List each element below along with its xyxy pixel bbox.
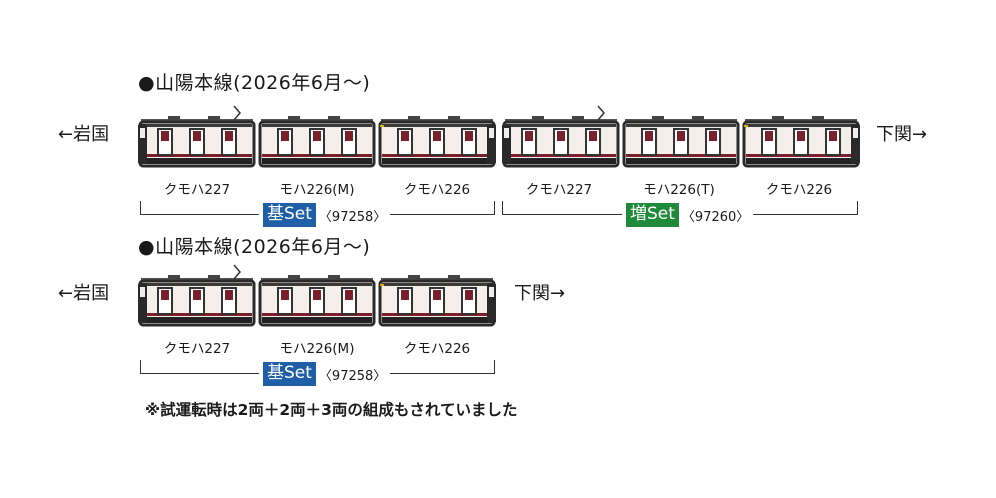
car-label: クモハ227 — [163, 182, 231, 198]
set-code: 〈97260〉 — [681, 209, 750, 225]
car-middle — [258, 116, 376, 168]
set-label: 増Set 〈97260〉 — [622, 203, 754, 227]
footnote: ※試運転時は2両＋2両＋3両の組成もされていました — [145, 401, 518, 419]
car-cab-left — [138, 105, 256, 168]
direction-right: 下関→ — [514, 283, 566, 304]
direction-right: 下関→ — [876, 124, 928, 145]
car-label: モハ226(M) — [279, 182, 355, 198]
direction-left: ←岩国 — [58, 124, 110, 145]
car-cab-left — [138, 264, 256, 327]
set-badge: 基Set — [263, 362, 316, 386]
formation-title: ●山陽本線(2026年6月～) — [138, 236, 371, 258]
car-cab-right — [378, 275, 496, 327]
car-cab-left — [502, 105, 620, 168]
car-label: クモハ226 — [403, 341, 471, 357]
formation-title: ●山陽本線(2026年6月～) — [138, 72, 371, 94]
car-label: モハ226(T) — [643, 182, 715, 198]
set-badge: 増Set — [626, 203, 679, 227]
car-cab-right — [742, 116, 860, 168]
car-cab-right — [378, 116, 496, 168]
set-code: 〈97258〉 — [318, 209, 387, 225]
set-code: 〈97258〉 — [318, 368, 387, 384]
car-middle — [622, 116, 740, 168]
car-label: クモハ227 — [163, 341, 231, 357]
car-label: クモハ226 — [765, 182, 833, 198]
set-label: 基Set 〈97258〉 — [259, 362, 391, 386]
car-label: クモハ227 — [525, 182, 593, 198]
car-label: モハ226(M) — [279, 341, 355, 357]
direction-left: ←岩国 — [58, 283, 110, 304]
set-label: 基Set 〈97258〉 — [259, 203, 391, 227]
set-badge: 基Set — [263, 203, 316, 227]
car-middle — [258, 275, 376, 327]
car-label: クモハ226 — [403, 182, 471, 198]
